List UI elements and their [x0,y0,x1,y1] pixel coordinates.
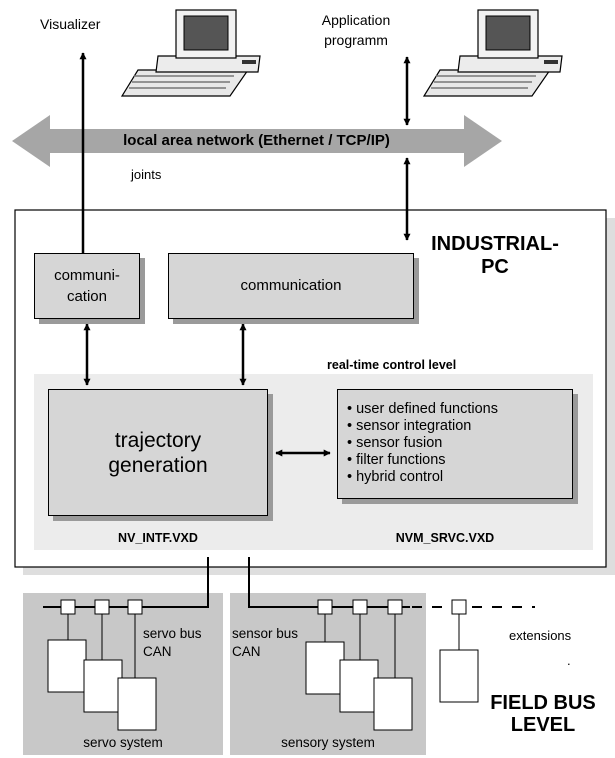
sensor-bus-line2: CAN [232,644,261,659]
functions-list: • user defined functions • sensor integr… [347,401,498,486]
application-label-line1: Application [321,12,391,28]
comm-large-label: communication [240,277,342,294]
field-bus-level-title: FIELD BUS LEVEL [478,692,608,736]
extension-node [439,599,479,703]
servo-bus-line2: CAN [143,644,172,659]
field-bus-level-line1: FIELD BUS [490,692,596,714]
realtime-label: real-time control level [327,358,457,372]
comm-small-line1: communi- [54,267,120,284]
function-item-sensor-integration: • sensor integration [347,418,472,434]
visualizer-label: Visualizer [40,16,101,32]
application-computer-icon [422,9,563,97]
functions-box [337,389,573,499]
servo-bus-label: servo bus CAN [143,625,202,661]
function-item-user-defined: • user defined functions [347,401,498,417]
comm-small-line2: cation [66,288,107,305]
trajectory-line1: trajectory [114,428,202,452]
industrial-pc-title: INDUSTRIAL- PC [420,233,570,279]
function-item-hybrid-control: • hybrid control [347,469,444,485]
extensions-dot: . [567,653,571,668]
comm-large-box: communication [168,253,414,319]
sensor-bus-line1: sensor bus [232,626,299,641]
servo-system-label: servo system [83,735,163,750]
lan-arrow [12,115,502,167]
driver-right-label: NVM_SRVC.VXD [395,531,495,545]
sensor-bus-label: sensor bus CAN [232,625,298,661]
driver-left-label: NV_INTF.VXD [118,531,198,545]
trajectory-line2: generation [108,453,208,477]
trajectory-box: trajectory generation [48,389,268,516]
sensor-nodes [305,599,413,731]
servo-nodes [47,599,157,731]
network-label: local area network (Ethernet / TCP/IP) [123,132,390,149]
field-bus-level-line2: LEVEL [510,714,576,736]
function-item-sensor-fusion: • sensor fusion [347,435,443,451]
trajectory-label: trajectory generation [108,428,207,478]
servo-bus-line1: servo bus [143,626,202,641]
joints-label: joints [131,167,162,182]
function-item-filter: • filter functions [347,452,446,468]
application-label: Application programm [316,10,396,50]
application-label-line2: programm [324,32,388,48]
industrial-pc-title-line2: PC [481,256,509,278]
comm-small-label: communi- cation [54,265,120,307]
comm-small-box: communi- cation [34,253,140,319]
sensory-system-label: sensory system [281,735,375,750]
extensions-label: extensions [509,628,572,643]
visualizer-computer-icon [120,9,261,97]
industrial-pc-title-line1: INDUSTRIAL- [431,233,559,255]
